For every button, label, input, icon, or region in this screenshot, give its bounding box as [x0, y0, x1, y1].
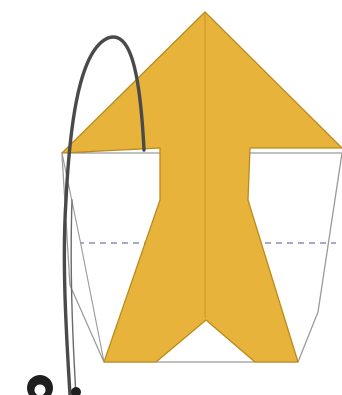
step-dot-icon: [71, 387, 81, 395]
step-marker-inner: [35, 385, 46, 395]
